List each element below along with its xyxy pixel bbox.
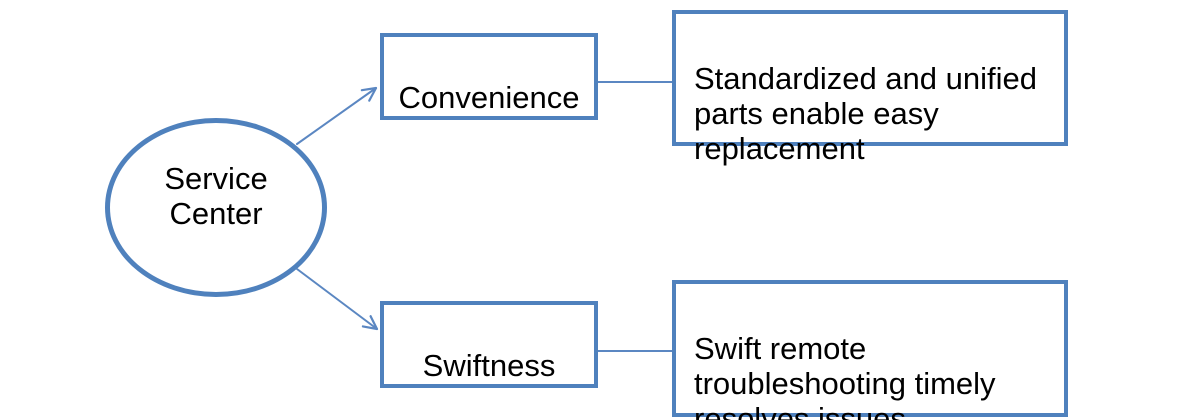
node-convenience-label: Convenience bbox=[398, 80, 580, 115]
node-convenience: Convenience bbox=[380, 33, 598, 120]
arrow-root-to-swiftness bbox=[296, 268, 379, 331]
node-swiftness-label: Swiftness bbox=[422, 348, 556, 383]
node-swiftness: Swiftness bbox=[380, 301, 598, 388]
arrow-root-to-convenience bbox=[296, 86, 378, 145]
node-service-center: Service Center bbox=[105, 118, 327, 297]
node-convenience-detail: Standardized and unified parts enable ea… bbox=[672, 10, 1068, 166]
node-swiftness-detail-text: Swift remote troubleshooting timely reso… bbox=[694, 331, 996, 420]
node-convenience-detail-text: Standardized and unified parts enable ea… bbox=[694, 61, 1037, 166]
node-service-center-label: Service Center bbox=[164, 160, 268, 231]
node-swiftness-detail: Swift remote troubleshooting timely reso… bbox=[672, 280, 1068, 420]
